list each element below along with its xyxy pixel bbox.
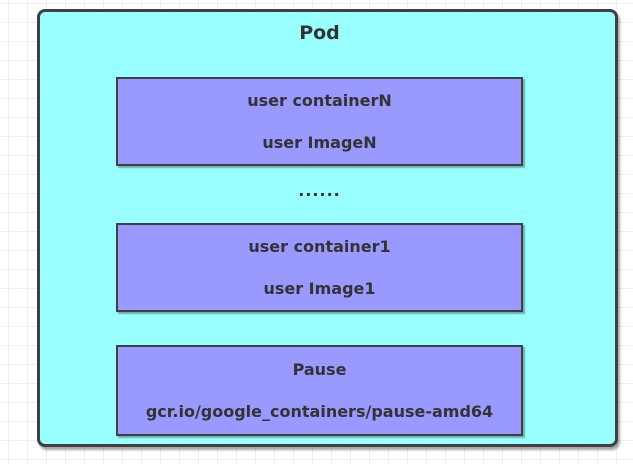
container-image-label: user ImageN [262, 132, 377, 152]
pod-title: Pod [299, 22, 340, 44]
container-image-label: gcr.io/google_containers/pause-amd64 [145, 401, 494, 421]
container-box-usern[interactable]: user containerN user ImageN [116, 77, 523, 166]
ellipsis-label: ...... [298, 181, 341, 200]
container-name-label: user container1 [248, 236, 391, 256]
container-box-pause[interactable]: Pause gcr.io/google_containers/pause-amd… [116, 345, 523, 436]
container-box-user1[interactable]: user container1 user Image1 [116, 223, 523, 312]
container-image-label: user Image1 [263, 278, 376, 298]
pod-shape[interactable]: Pod user containerN user ImageN ...... u… [37, 9, 618, 447]
container-name-label: user containerN [247, 90, 392, 110]
container-name-label: Pause [292, 359, 347, 379]
